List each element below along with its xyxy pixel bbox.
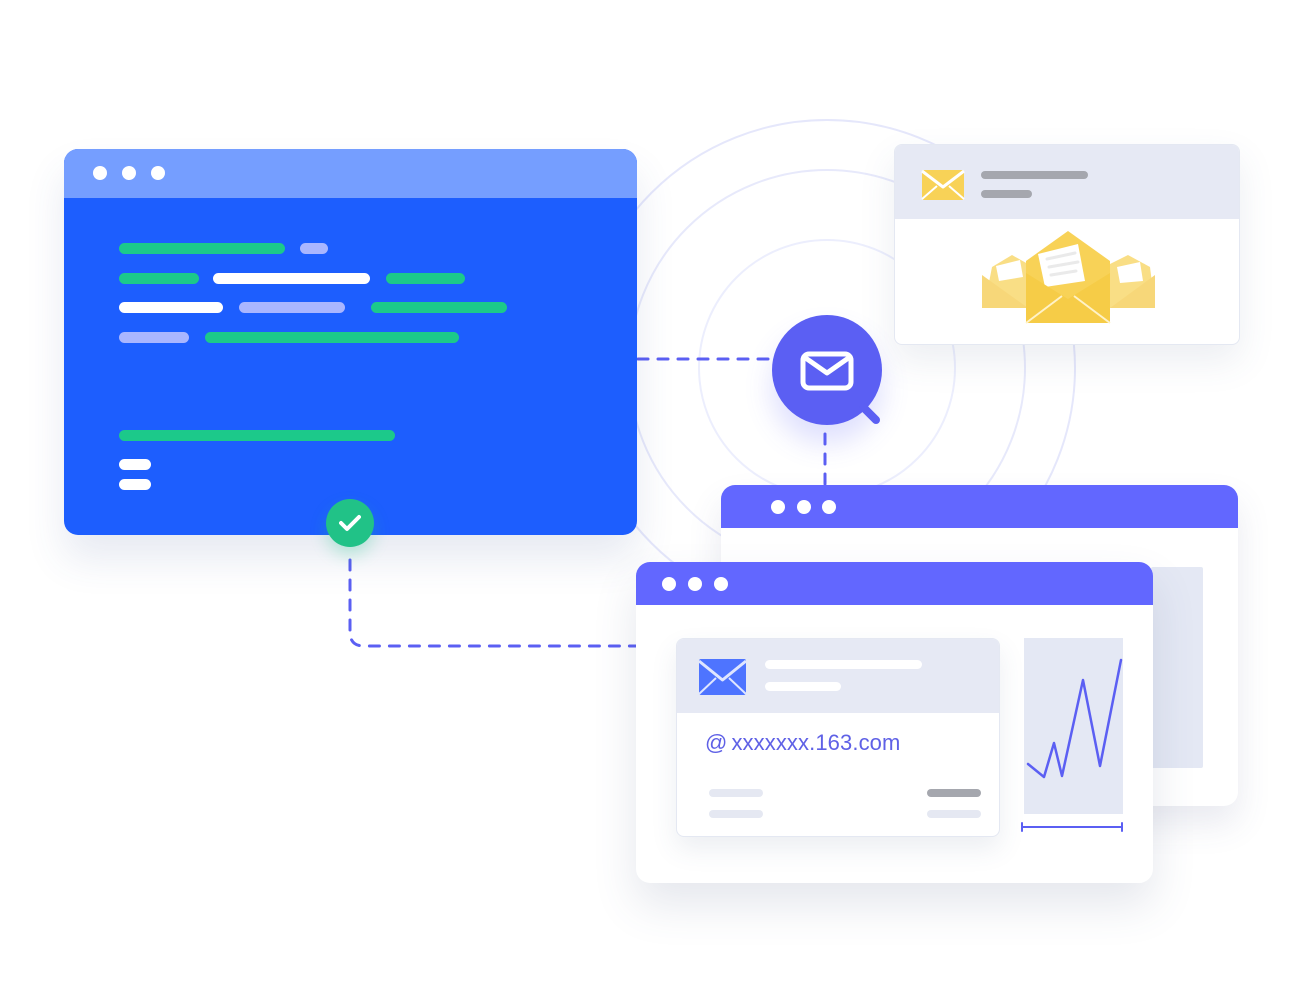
email-meta-placeholder xyxy=(927,810,981,818)
window-control-dot xyxy=(797,500,811,514)
code-line xyxy=(119,430,395,441)
email-card: @xxxxxxx.163.com xyxy=(676,638,1000,837)
email-meta-placeholder xyxy=(709,810,763,818)
code-line xyxy=(205,332,459,343)
inbox-subtitle-placeholder xyxy=(981,190,1032,198)
code-window xyxy=(64,149,637,535)
code-line xyxy=(239,302,345,313)
inbox-card-header xyxy=(895,145,1239,219)
browser-front-titlebar xyxy=(636,562,1153,605)
window-control-dot xyxy=(688,577,702,591)
code-line xyxy=(119,459,151,470)
code-line xyxy=(119,273,199,284)
code-line xyxy=(300,243,328,254)
window-control-dot xyxy=(771,500,785,514)
email-address-row: @xxxxxxx.163.com xyxy=(705,731,900,755)
code-line xyxy=(119,479,151,490)
window-control-dot xyxy=(714,577,728,591)
window-control-dot xyxy=(822,500,836,514)
at-symbol: @ xyxy=(705,730,728,755)
window-control-dot xyxy=(93,166,107,180)
email-subtitle-placeholder xyxy=(765,682,841,691)
window-control-dot xyxy=(122,166,136,180)
mail-search-icon xyxy=(800,351,880,424)
envelope-icon xyxy=(921,169,965,200)
code-line xyxy=(213,273,370,284)
code-line xyxy=(119,302,223,313)
chart-panel xyxy=(1024,638,1123,814)
inbox-title-placeholder xyxy=(981,171,1088,179)
check-icon xyxy=(339,515,361,531)
line-chart-icon xyxy=(1026,658,1123,779)
email-card-header xyxy=(677,639,999,713)
code-line xyxy=(371,302,507,313)
browser-back-side-panel xyxy=(1151,567,1203,768)
code-line xyxy=(119,332,189,343)
window-control-dot xyxy=(151,166,165,180)
chart-range-marker xyxy=(1021,822,1123,832)
code-line xyxy=(386,273,465,284)
inbox-card xyxy=(894,144,1240,345)
browser-window-front: @xxxxxxx.163.com xyxy=(636,562,1153,883)
mail-search-badge xyxy=(772,315,882,425)
email-meta-placeholder xyxy=(709,789,763,797)
open-envelope-stack-icon xyxy=(982,231,1155,324)
envelope-icon xyxy=(698,659,747,695)
window-control-dot xyxy=(662,577,676,591)
connector-success-to-browser xyxy=(348,558,638,648)
email-address-value: xxxxxxx.163.com xyxy=(731,730,901,755)
code-window-titlebar xyxy=(64,149,637,198)
success-badge xyxy=(326,499,374,547)
browser-back-titlebar xyxy=(721,485,1238,528)
email-title-placeholder xyxy=(765,660,922,669)
code-line xyxy=(119,243,285,254)
email-action-placeholder xyxy=(927,789,981,797)
